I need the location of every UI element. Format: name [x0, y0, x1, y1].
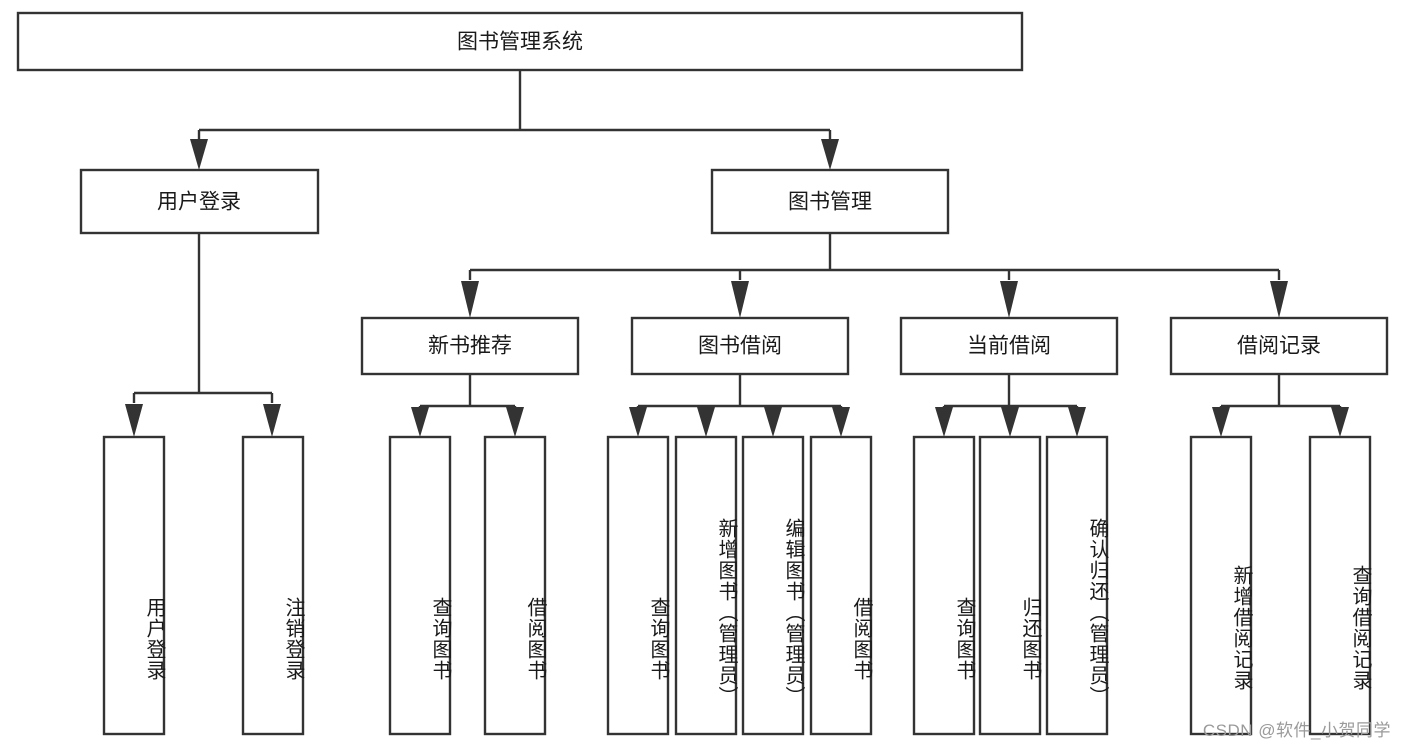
node-borrow-record-label: 借阅记录	[1237, 335, 1321, 358]
arrow-to-book-management	[821, 139, 839, 170]
arrow-to-user-login	[190, 139, 208, 170]
arrow-to-current-borrow	[1000, 281, 1018, 318]
node-borrow-record-box[interactable]	[1169, 316, 1389, 376]
arrow-to-leaf-query-record	[1331, 407, 1349, 437]
node-leaf-logout-login-box[interactable]	[241, 435, 305, 736]
node-leaf-query-book-1-box[interactable]	[388, 435, 452, 736]
arrow-to-leaf-logout-login	[263, 404, 281, 437]
node-root-box[interactable]	[16, 11, 1024, 72]
arrow-to-leaf-borrow-book-2	[832, 407, 850, 437]
node-book-management-box[interactable]	[710, 168, 950, 235]
node-book-borrow-box[interactable]	[630, 316, 850, 376]
arrow-to-leaf-query-book-1	[411, 407, 429, 437]
node-leaf-add-record-box[interactable]	[1189, 435, 1253, 736]
node-root-label: 图书管理系统	[457, 31, 583, 54]
arrow-to-leaf-query-book-3	[935, 407, 953, 437]
arrow-to-leaf-user-login	[125, 404, 143, 437]
node-user-login[interactable]: 用户登录	[79, 168, 320, 235]
arrow-to-leaf-return-book	[1001, 407, 1019, 437]
node-leaf-query-book-2-box[interactable]	[606, 435, 670, 736]
arrow-to-leaf-add-book	[697, 407, 715, 437]
node-leaf-return-book-box[interactable]	[978, 435, 1042, 736]
node-leaf-borrow-book-1-box[interactable]	[483, 435, 547, 736]
arrow-to-book-borrow	[731, 281, 749, 318]
arrow-to-leaf-edit-book	[764, 407, 782, 437]
node-book-management-label: 图书管理	[788, 191, 872, 214]
node-leaf-borrow-book-2-box[interactable]	[809, 435, 873, 736]
node-current-borrow-box[interactable]	[899, 316, 1119, 376]
node-book-management[interactable]: 图书管理	[710, 168, 950, 235]
node-leaf-query-book-3-box[interactable]	[912, 435, 976, 736]
arrow-to-leaf-query-book-2	[629, 407, 647, 437]
node-new-book-recommend-box[interactable]	[360, 316, 580, 376]
node-current-borrow[interactable]: 当前借阅	[899, 316, 1119, 376]
arrow-to-leaf-add-record	[1212, 407, 1230, 437]
node-user-login-label: 用户登录	[157, 191, 241, 214]
node-book-borrow[interactable]: 图书借阅	[630, 316, 850, 376]
node-borrow-record[interactable]: 借阅记录	[1169, 316, 1389, 376]
arrow-to-leaf-confirm-return	[1068, 407, 1086, 437]
node-new-book-recommend[interactable]: 新书推荐	[360, 316, 580, 376]
node-book-borrow-label: 图书借阅	[698, 335, 782, 358]
node-leaf-query-record-box[interactable]	[1308, 435, 1372, 736]
arrow-to-new-book-recommend	[461, 281, 479, 318]
node-new-book-recommend-label: 新书推荐	[428, 335, 512, 358]
node-leaf-add-book-box[interactable]	[674, 435, 738, 736]
arrow-to-leaf-borrow-book-1	[506, 407, 524, 437]
node-leaf-edit-book-box[interactable]	[741, 435, 805, 736]
node-leaf-user-login-box[interactable]	[102, 435, 166, 736]
watermark-text: CSDN @软件_小贺同学	[1202, 721, 1391, 740]
node-leaf-confirm-return-box[interactable]	[1045, 435, 1109, 736]
node-root[interactable]: 图书管理系统	[16, 11, 1024, 72]
arrow-to-borrow-record	[1270, 281, 1288, 318]
node-current-borrow-label: 当前借阅	[967, 335, 1051, 358]
